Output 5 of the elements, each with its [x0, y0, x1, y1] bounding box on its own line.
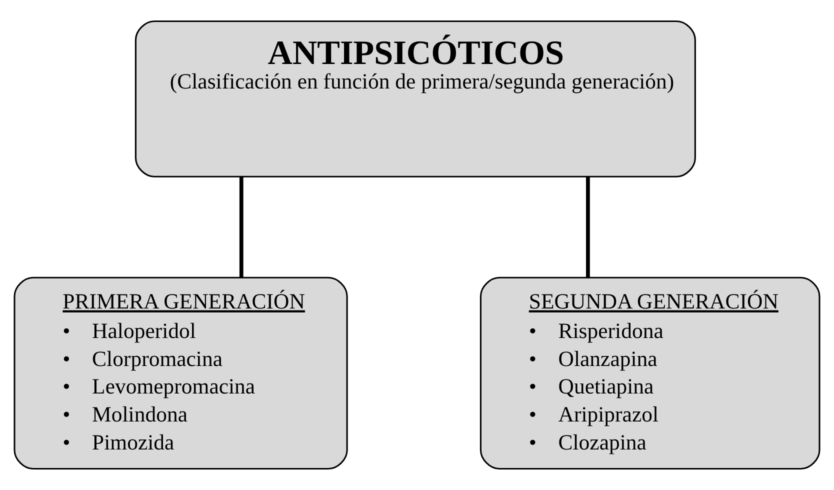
node-box: ANTIPSICÓTICOS (Clasificación en función de primera/segunda generación) [134, 20, 696, 178]
connector [239, 176, 244, 278]
node-box: SEGUNDA GENERACIÓN • Risperidona • Olanzapina • Quetiapina • Aripiprazol • Clozapina [480, 276, 820, 470]
connector [586, 176, 590, 278]
node-box: PRIMERA GENERACIÓN • Haloperidol • Clorpromacina • Levomepromacina • Molindona • Pimozida [14, 276, 348, 470]
